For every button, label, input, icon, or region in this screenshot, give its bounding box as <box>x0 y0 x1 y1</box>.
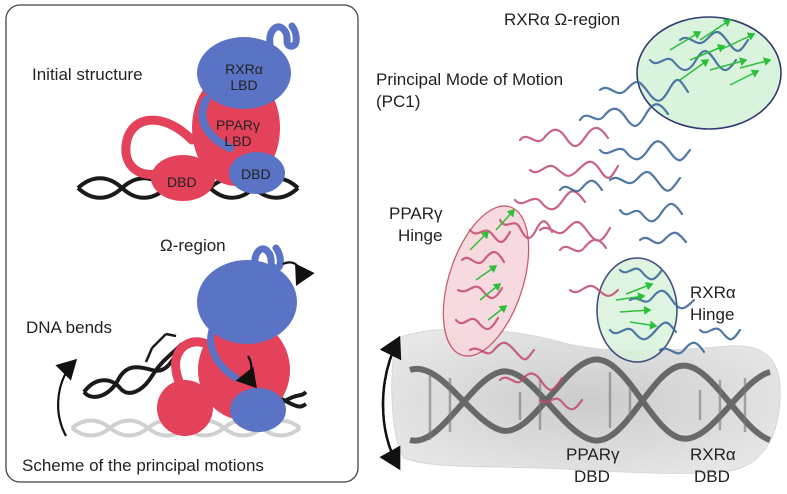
protein-ribbons <box>454 30 750 411</box>
ppar-linker <box>121 115 197 179</box>
omega-loop-top <box>266 22 300 50</box>
motion-vectors <box>469 19 772 330</box>
initial-structure-schematic <box>76 22 300 201</box>
dna-bend-arrow <box>55 358 78 437</box>
rxr-dbd-bottom <box>230 388 286 432</box>
rxr-dbd-label-line1: RXRα <box>690 445 736 464</box>
principal-mode-label: Principal Mode of Motion <box>376 70 564 89</box>
rxr-lbd-label: RXRα LBD <box>225 61 263 93</box>
initial-structure-label: Initial structure <box>32 65 143 84</box>
ppar-dbd-bottom <box>157 380 213 436</box>
dbd-label-right: DBD <box>241 166 271 182</box>
dbd-label-left: DBD <box>167 174 197 190</box>
ppar-hinge-label-line2: Hinge <box>398 226 443 245</box>
ppar-lbd-label: PPARγ LBD <box>215 117 261 149</box>
rxr-lbd-bottom <box>197 260 297 344</box>
rxr-dbd-shape <box>229 152 285 194</box>
dna-bend-arrow-right-reverse <box>379 335 402 467</box>
rxr-linker <box>198 96 234 152</box>
pc1-label: (PC1) <box>376 92 421 111</box>
motion-schematic <box>55 244 315 438</box>
dna-surface <box>391 328 781 474</box>
omega-region-label: Ω-region <box>160 236 226 255</box>
ppar-hinge-label-line1: PPARγ <box>389 204 443 223</box>
ppar-dbd-shape <box>151 155 215 201</box>
omega-loop-bottom <box>251 244 284 272</box>
ppar-dbd-label-line2: DBD <box>574 467 610 486</box>
rxr-hinge-highlight <box>596 257 678 363</box>
ppar-hinge-highlight <box>442 205 530 357</box>
ppar-dbd-label-line1: PPARγ <box>566 445 620 464</box>
dna-bends-label: DNA bends <box>26 318 112 337</box>
bend-bracket <box>144 332 177 363</box>
rxr-lbd-shape <box>197 37 291 109</box>
rxr-hinge-label-line2: Hinge <box>690 305 735 324</box>
motion-scheme-caption: Scheme of the principal motions <box>22 456 264 475</box>
ppar-rotation-arrow <box>235 355 258 389</box>
rxr-dbd-label-line2: DBD <box>694 467 730 486</box>
rxr-linker-bottom <box>207 326 240 382</box>
rxr-omega-region-label: RXRα Ω-region <box>504 10 621 29</box>
omega-rotation-arrow <box>282 261 315 286</box>
rxr-hinge-label-line1: RXRα <box>690 283 736 302</box>
